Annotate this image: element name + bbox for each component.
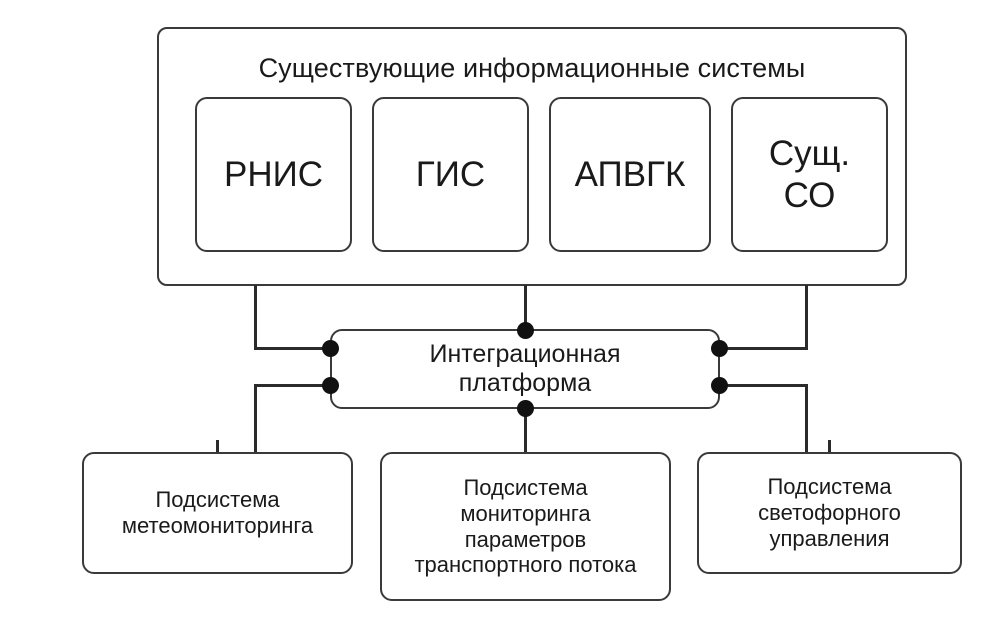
system-label-gis: ГИС [415, 154, 486, 194]
connector-center-through-platform [524, 405, 527, 455]
platform-label-line2: платформа [458, 369, 592, 397]
connector-traffic-light-stub [828, 440, 831, 455]
system-label-sush-so-line2: СО [783, 175, 836, 215]
system-label-rnis: РНИС [223, 154, 324, 194]
subsystem-meteo-line1: Подсистема [155, 487, 280, 513]
subsystem-box-traffic-light[interactable]: Подсистема светофорного управления [697, 452, 962, 574]
integration-platform-box[interactable]: Интеграционная платформа [330, 329, 720, 409]
connector-right-vertical-upper [805, 285, 808, 350]
subsystem-meteo-line2: метеомониторинга [121, 513, 314, 538]
platform-port-right-upper[interactable] [711, 340, 728, 357]
system-label-apvgk: АПВГК [574, 154, 686, 194]
platform-port-left-upper[interactable] [322, 340, 339, 357]
existing-systems-title: Существующие информационные системы [258, 53, 806, 83]
connector-left-vertical-upper [254, 285, 257, 350]
system-box-rnis[interactable]: РНИС [195, 97, 352, 252]
system-box-sush-so[interactable]: Сущ. СО [731, 97, 888, 252]
platform-port-right-lower[interactable] [711, 377, 728, 394]
system-box-apvgk[interactable]: АПВГК [549, 97, 711, 252]
subsystem-traffic-light-line3: управления [769, 525, 890, 551]
platform-port-bottom[interactable] [517, 400, 534, 417]
subsystem-traffic-flow-line4: транспортного потока [414, 552, 637, 578]
connector-left-horizontal-upper [254, 347, 338, 350]
connector-left-vertical-lower [254, 384, 257, 455]
system-label-sush-so-line1: Сущ. [768, 134, 851, 174]
connector-meteo-stub [216, 440, 219, 455]
subsystem-traffic-flow-line2: мониторинга [460, 500, 591, 526]
subsystem-traffic-light-line1: Подсистема [767, 474, 892, 500]
platform-port-top[interactable] [517, 322, 534, 339]
system-box-gis[interactable]: ГИС [372, 97, 529, 252]
subsystem-traffic-flow-line3: параметров [464, 526, 587, 552]
subsystem-box-traffic-flow[interactable]: Подсистема мониторинга параметров трансп… [380, 452, 671, 601]
connector-right-vertical-lower [805, 384, 808, 455]
subsystem-traffic-light-line2: светофорного [758, 500, 901, 526]
connector-center-top [524, 285, 527, 333]
connector-right-horizontal-upper [713, 347, 808, 350]
platform-port-left-lower[interactable] [322, 377, 339, 394]
subsystem-box-meteo[interactable]: Подсистема метеомониторинга [82, 452, 353, 574]
platform-label-line1: Интеграционная [429, 339, 621, 368]
connector-left-horizontal-lower [254, 384, 338, 387]
subsystem-traffic-flow-line1: Подсистема [463, 474, 588, 500]
connector-right-horizontal-lower [713, 384, 808, 387]
